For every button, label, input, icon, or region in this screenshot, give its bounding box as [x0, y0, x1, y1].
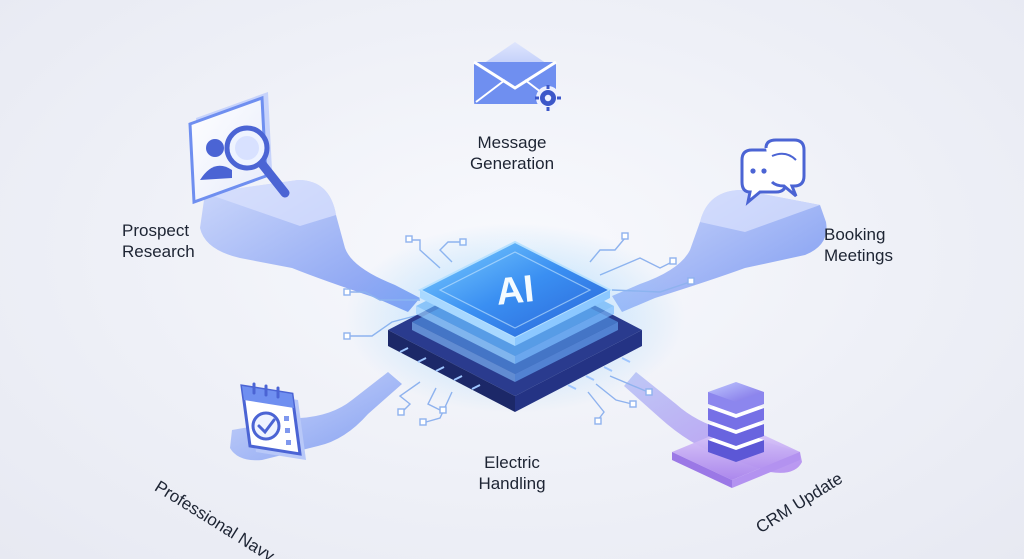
label-message-generation-line-1: Message: [477, 133, 547, 152]
envelope-gear-icon: [473, 42, 561, 111]
label-booking-meetings: Booking Meetings: [824, 224, 934, 266]
calendar-check-icon: [240, 382, 306, 460]
label-message-generation-line-2: Generation: [469, 154, 555, 173]
label-prospect-research-line-1: Prospect: [122, 221, 190, 240]
label-booking-meetings-line-2: Meetings: [824, 246, 893, 265]
label-electric-handling-line-1: Electric: [484, 453, 540, 472]
label-electric-handling: Electric Handling: [452, 452, 572, 494]
chat-bubbles-icon: [740, 138, 806, 206]
label-message-generation: Message Generation: [452, 132, 572, 174]
label-prospect-research: Prospect Research: [122, 220, 232, 262]
ai-chip-label: AI: [494, 268, 536, 314]
label-booking-meetings-line-1: Booking: [824, 225, 886, 244]
profile-search-icon: [188, 92, 290, 205]
chip-pins: [399, 347, 631, 390]
ai-chip: AI: [345, 223, 685, 413]
database-icon: [672, 382, 800, 488]
label-prospect-research-line-2: Research: [122, 242, 195, 261]
label-electric-handling-line-2: Handling: [478, 474, 546, 493]
